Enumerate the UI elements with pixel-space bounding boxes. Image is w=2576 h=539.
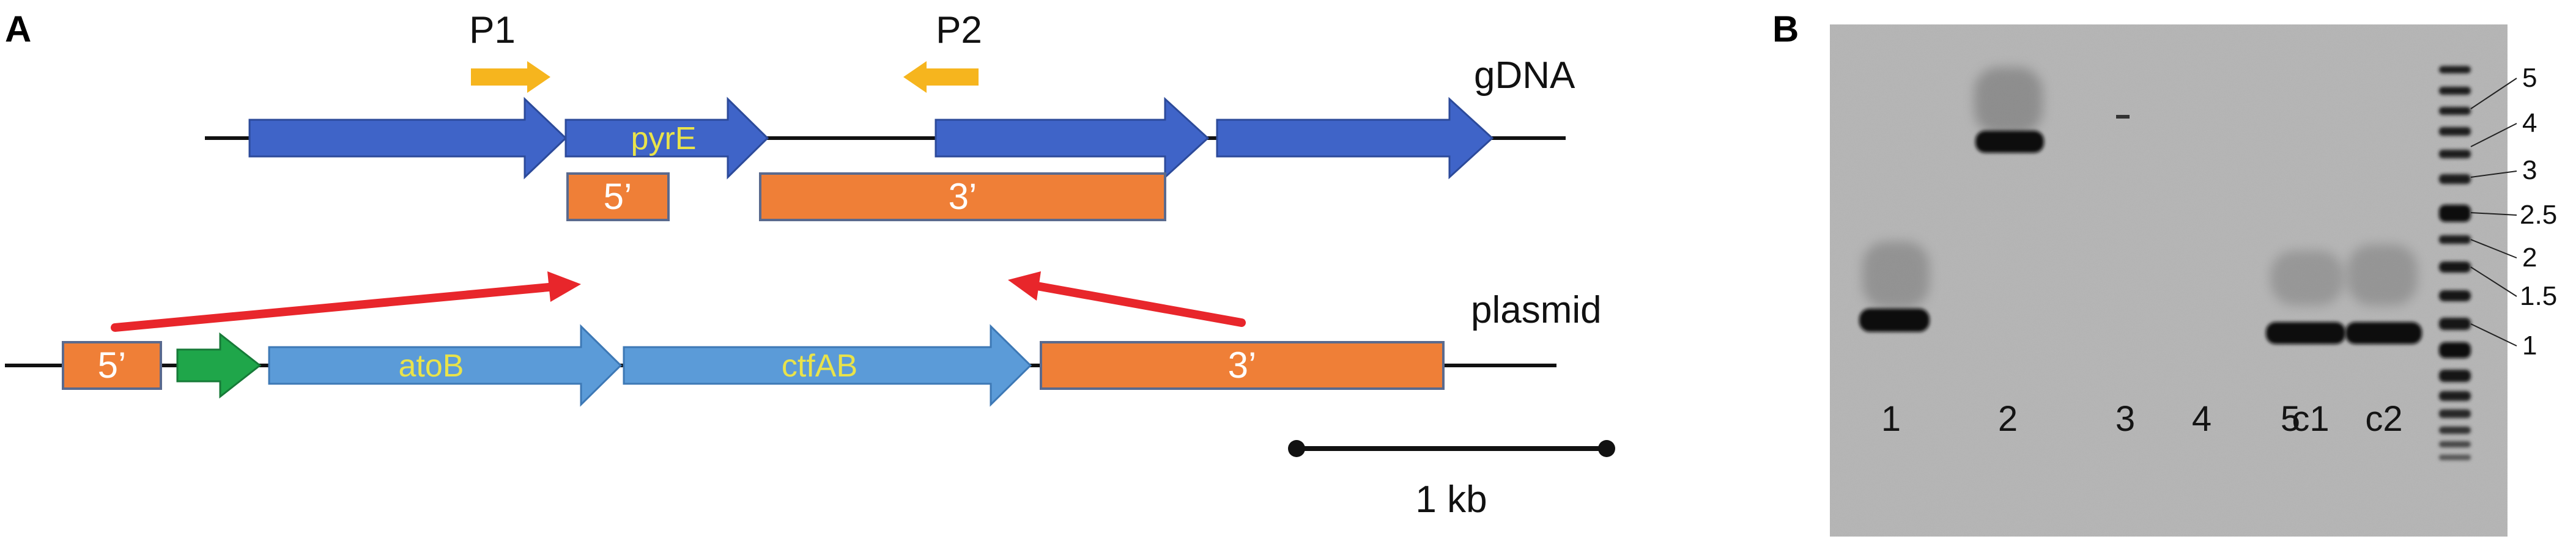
ladder-band: [2439, 455, 2471, 460]
lane-c1-band: [2266, 322, 2345, 344]
primer-p2-label: P2: [936, 9, 982, 51]
plasmid-gene-atob-arrow: [268, 324, 623, 407]
ladder-band: [2439, 174, 2471, 184]
lane-label: 1: [1881, 399, 1901, 439]
ladder-band: [2439, 205, 2471, 222]
lane-label: 4: [2192, 399, 2211, 439]
ladder-leader-3: [2470, 170, 2517, 178]
ladder-leader-5: [2470, 78, 2517, 109]
ladder-band: [2439, 370, 2471, 382]
lane-label: c2: [2365, 399, 2402, 439]
plasmid-label: plasmid: [1471, 289, 1602, 331]
recombination-arrow-3-head: [1008, 271, 1041, 301]
ladder-band: [2439, 87, 2471, 95]
plasmid-gene-ctfab-arrow: [623, 324, 1032, 407]
primer-p1-arrow: [471, 61, 550, 93]
ladder-band: [2439, 427, 2471, 434]
gene-pyre-label: pyrE: [631, 121, 697, 156]
gdna-homology-3-label: 3’: [949, 176, 977, 217]
lane-label: 2: [1998, 399, 2018, 439]
scale-bar-end-left: [1288, 440, 1305, 457]
ladder-lane: [2439, 66, 2471, 460]
panel-b: B: [1772, 9, 2557, 537]
plasmid-homology-3-box: [1040, 341, 1445, 390]
ladder-leader-2-5: [2470, 212, 2517, 216]
ladder-leader-2: [2470, 239, 2517, 258]
lane-2-smear: [1974, 67, 2043, 134]
primer-p1: P1: [469, 9, 550, 93]
primer-p1-label: P1: [469, 9, 516, 51]
lane-2-band: [1975, 131, 2044, 153]
primer-p2: P2: [903, 9, 982, 93]
panel-a: A P1 P2 gDNA pyrE 5’ 3’: [5, 9, 1615, 521]
lane-1-smear: [1862, 241, 1930, 309]
ladder-band: [2439, 409, 2471, 418]
primer-p2-arrow: [903, 61, 979, 93]
gdna-homology-3-box: [759, 172, 1166, 221]
lane-1-band: [1859, 309, 1930, 332]
ladder-labels: 5 4 3 2.5 2 1.5 1: [2470, 63, 2557, 361]
ladder-band: [2439, 441, 2471, 447]
gdna-homology-5-label: 5’: [604, 176, 632, 217]
ladder-band: [2439, 290, 2471, 301]
promoter-arrow: [176, 332, 262, 399]
lane-c1-smear: [2270, 251, 2344, 306]
gel-image: 1 2 3 4 5 c1 c2: [1830, 24, 2508, 537]
ladder-band: [2439, 262, 2471, 273]
plasmid-homology-5-label: 5’: [98, 345, 127, 386]
plasmid-track: plasmid 5’ atoB ctfAB 3’: [5, 289, 1602, 407]
lane-3-mark: [2116, 115, 2130, 119]
ladder-label-4: 4: [2522, 108, 2537, 138]
panel-b-letter: B: [1772, 9, 1799, 50]
lane-c2-smear: [2347, 244, 2418, 306]
ladder-label-2: 2: [2522, 243, 2537, 273]
gdna-gene-4-arrow: [1216, 97, 1494, 180]
ladder-leader-1: [2470, 323, 2517, 346]
gdna-track: gDNA pyrE 5’ 3’: [205, 54, 1575, 221]
plasmid-homology-5-box: [62, 341, 162, 390]
gdna-gene-3-arrow: [935, 97, 1210, 180]
ladder-band: [2439, 150, 2471, 158]
lane-label: 3: [2115, 399, 2135, 439]
ladder-band: [2439, 318, 2471, 330]
gene-atob-label: atoB: [399, 348, 464, 384]
recombination-arrow-5-head: [547, 271, 581, 302]
plasmid-homology-3-label: 3’: [1228, 345, 1257, 386]
gdna-homology-5-box: [566, 172, 670, 221]
ladder-band: [2439, 127, 2471, 136]
ladder-leader-1-5: [2470, 266, 2517, 297]
ladder-leader-4: [2470, 123, 2517, 147]
ladder-label-3: 3: [2522, 155, 2537, 185]
ladder-band: [2439, 107, 2471, 115]
scale-bar-end-right: [1598, 440, 1615, 457]
gdna-label: gDNA: [1474, 54, 1575, 97]
scale-bar-label: 1 kb: [1415, 479, 1487, 521]
recombination-arrow-3-line: [1029, 281, 1246, 327]
ladder-label-2-5: 2.5: [2520, 200, 2557, 230]
ladder-label-5: 5: [2522, 63, 2537, 93]
ladder-band: [2439, 66, 2471, 73]
gdna-gene-1-arrow: [248, 97, 568, 180]
panel-a-letter: A: [5, 9, 31, 50]
ladder-label-1: 1: [2522, 331, 2537, 361]
lane-label: c1: [2292, 399, 2329, 439]
ladder-label-1-5: 1.5: [2520, 281, 2557, 311]
recombination-arrow-5-line: [111, 282, 560, 332]
ladder-band: [2439, 391, 2471, 401]
gdna-gene-pyre-arrow: [564, 97, 769, 180]
ladder-band: [2439, 342, 2471, 358]
lane-label: 5: [2281, 399, 2300, 439]
ladder-band: [2439, 235, 2471, 244]
scale-bar: 1 kb: [1288, 440, 1615, 521]
lane-c2-band: [2345, 322, 2422, 344]
gene-ctfab-label: ctfAB: [782, 348, 857, 384]
